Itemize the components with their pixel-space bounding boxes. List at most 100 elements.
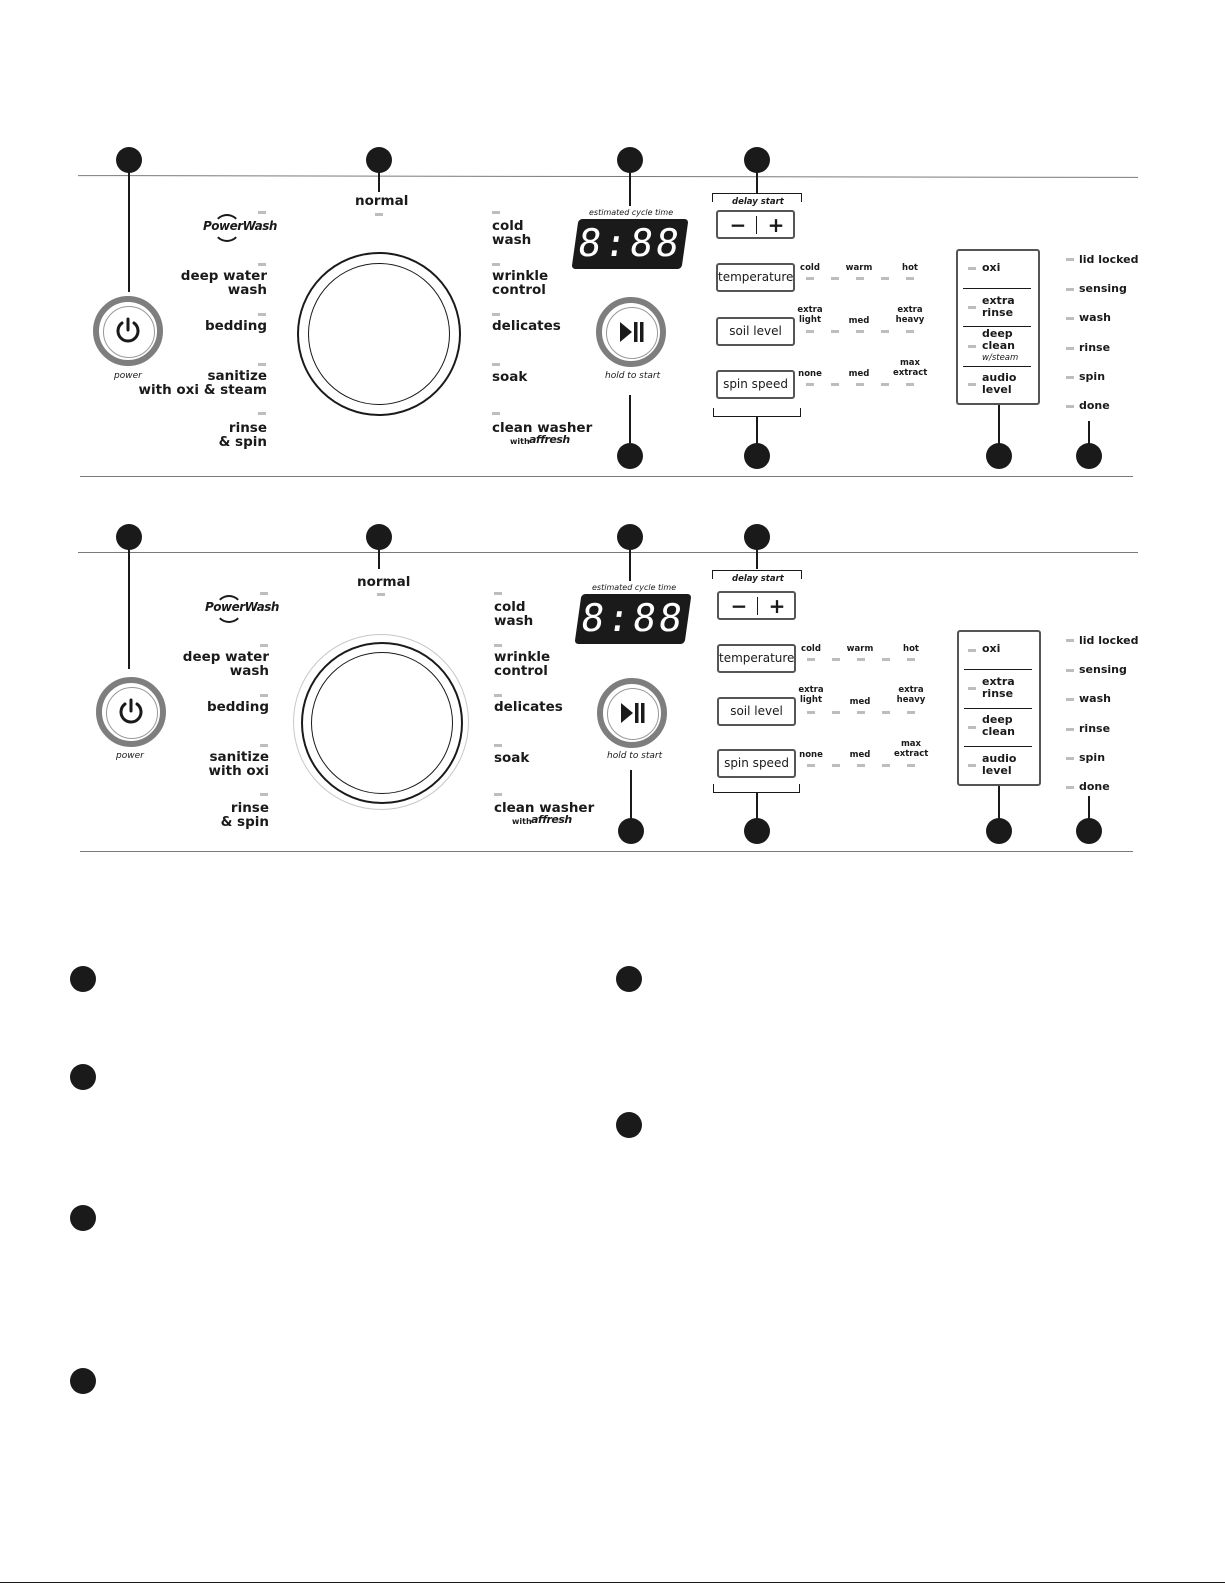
- temperature-button[interactable]: temperature: [717, 644, 796, 673]
- delay-plus-button[interactable]: +: [768, 594, 786, 618]
- status-spin: spin: [1079, 751, 1106, 764]
- cycle-deep-water-wash[interactable]: deep water wash: [180, 268, 267, 298]
- display-caption: estimated cycle time: [592, 583, 677, 592]
- cycle-bedding[interactable]: bedding: [206, 699, 269, 715]
- cycle-time-display: 8:88: [571, 219, 689, 269]
- callout-power: [116, 147, 142, 173]
- callout-leader: [756, 416, 758, 444]
- panel-bottom-edge: [80, 851, 1133, 852]
- cycle-bedding[interactable]: bedding: [204, 318, 267, 334]
- callout-delay-start: [744, 147, 770, 173]
- dial-halo: [293, 634, 469, 810]
- temperature-led: [906, 277, 914, 280]
- cycle-led: [260, 644, 268, 647]
- soil-led: [907, 711, 915, 714]
- affresh-logo: affresh: [529, 433, 570, 446]
- start-pause-button[interactable]: [597, 678, 667, 748]
- option-led: [968, 383, 976, 386]
- option-audio-level[interactable]: audio level: [982, 752, 1017, 777]
- cycle-led: [258, 363, 266, 366]
- power-icon: [116, 317, 140, 343]
- option-oxi[interactable]: oxi: [982, 642, 1001, 655]
- temperature-level-warm: warm: [845, 263, 873, 273]
- cycle-wrinkle-control[interactable]: wrinkle control: [492, 268, 549, 298]
- options-divider: [964, 746, 1032, 747]
- option-extra-rinse[interactable]: extra rinse: [982, 294, 1015, 319]
- delay-plus-button[interactable]: +: [767, 213, 785, 237]
- cycle-rinse-spin[interactable]: rinse & spin: [218, 420, 267, 450]
- options-divider: [964, 708, 1032, 709]
- callout-leader: [756, 792, 758, 820]
- status-led: [1066, 639, 1074, 642]
- delay-label: delay start: [732, 197, 784, 207]
- callout-leader: [630, 770, 632, 820]
- delay-minus-button[interactable]: −: [729, 213, 747, 237]
- delay-divider: [757, 597, 758, 615]
- option-extra-rinse[interactable]: extra rinse: [982, 675, 1015, 700]
- cycle-sanitize[interactable]: sanitize with oxi & steam: [138, 368, 267, 398]
- cycle-soak[interactable]: soak: [492, 369, 528, 385]
- cycle-led: [260, 694, 268, 697]
- control-panel-steam: power PowerWash deep water wash bedding …: [0, 0, 1225, 477]
- cycle-clean-washer[interactable]: clean washer: [492, 420, 593, 436]
- temperature-led: [807, 658, 815, 661]
- status-sensing: sensing: [1079, 282, 1127, 295]
- cycle-normal[interactable]: normal: [357, 574, 411, 590]
- temperature-button[interactable]: temperature: [716, 263, 795, 292]
- option-oxi[interactable]: oxi: [982, 261, 1001, 274]
- legend-marker: [616, 966, 642, 992]
- spin-speed-label: spin speed: [724, 756, 789, 770]
- soil-level-button[interactable]: soil level: [716, 317, 795, 346]
- spin-led: [831, 383, 839, 386]
- cycle-delicates[interactable]: delicates: [494, 699, 563, 715]
- spin-speed-button[interactable]: spin speed: [717, 749, 796, 778]
- callout-leader: [128, 170, 130, 292]
- spin-level-none: none: [799, 750, 823, 760]
- cycle-delicates[interactable]: delicates: [492, 318, 561, 334]
- options-divider: [964, 669, 1032, 670]
- temperature-led: [856, 277, 864, 280]
- cycle-wrinkle-control[interactable]: wrinkle control: [494, 649, 551, 679]
- clean-washer-with: with: [512, 817, 532, 826]
- callout-settings: [744, 443, 770, 469]
- spin-led: [906, 383, 914, 386]
- cycle-normal[interactable]: normal: [355, 193, 409, 209]
- status-led: [1066, 288, 1074, 291]
- options-panel: [957, 630, 1041, 786]
- temperature-level-warm: warm: [846, 644, 874, 654]
- power-button[interactable]: [96, 677, 166, 747]
- status-done: done: [1079, 780, 1110, 793]
- soil-led: [881, 330, 889, 333]
- cycle-selector-dial[interactable]: [297, 252, 461, 416]
- cycle-deep-water-wash[interactable]: deep water wash: [182, 649, 269, 679]
- soil-level-button[interactable]: soil level: [717, 697, 796, 726]
- options-panel: [956, 249, 1040, 405]
- option-audio-level[interactable]: audio level: [982, 371, 1017, 396]
- cycle-led: [492, 313, 500, 316]
- power-button[interactable]: [93, 296, 163, 366]
- spin-speed-button[interactable]: spin speed: [716, 370, 795, 399]
- cycle-cold-wash[interactable]: cold wash: [494, 599, 534, 629]
- cycle-selector-dial[interactable]: [301, 642, 463, 804]
- option-deep-clean[interactable]: deep clean: [982, 327, 1016, 352]
- cycle-rinse-spin[interactable]: rinse & spin: [220, 800, 269, 830]
- cycle-led: [375, 213, 383, 216]
- cycle-powerwash[interactable]: PowerWash: [205, 600, 279, 614]
- option-deep-clean-steam: w/steam: [982, 353, 1019, 363]
- cycle-led: [260, 744, 268, 747]
- power-label: power: [116, 751, 144, 761]
- start-pause-button[interactable]: [596, 297, 666, 367]
- cycle-sanitize[interactable]: sanitize with oxi: [208, 749, 269, 779]
- cycle-cold-wash[interactable]: cold wash: [492, 218, 532, 248]
- cycle-soak[interactable]: soak: [494, 750, 530, 766]
- cycle-led: [258, 263, 266, 266]
- cycle-powerwash[interactable]: PowerWash: [203, 219, 277, 233]
- option-deep-clean[interactable]: deep clean: [982, 713, 1016, 738]
- cycle-led: [377, 593, 385, 596]
- delay-minus-button[interactable]: −: [730, 594, 748, 618]
- cycle-led: [494, 644, 502, 647]
- option-led: [968, 726, 976, 729]
- spin-level-none: none: [798, 369, 822, 379]
- option-led: [968, 687, 976, 690]
- cycle-clean-washer[interactable]: clean washer: [494, 800, 595, 816]
